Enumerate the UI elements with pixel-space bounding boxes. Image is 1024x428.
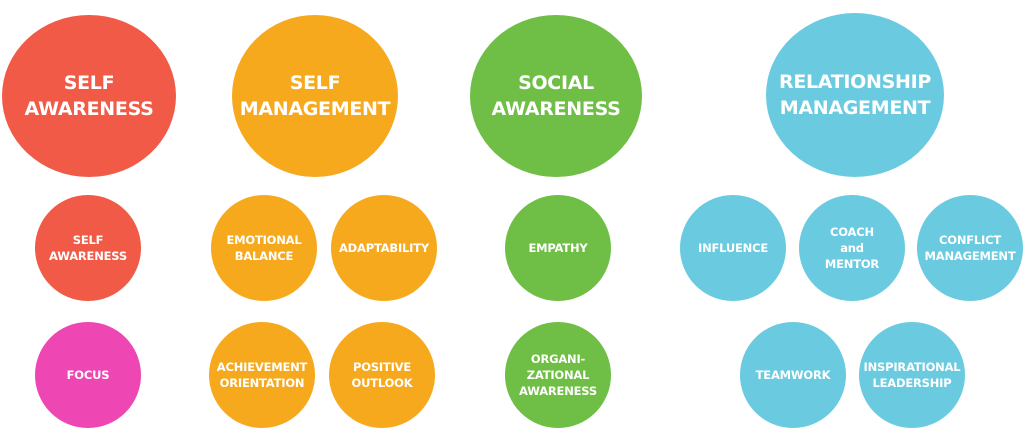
domain-relationship-management-label: RELATIONSHIP MANAGEMENT [778, 71, 931, 119]
competency-teamwork: TEAMWORK [740, 322, 846, 428]
domain-self-management-label: SELF MANAGEMENT [239, 72, 391, 120]
competency-influence-label: INFLUENCE [698, 241, 768, 255]
competency-conflict-management-label: CONFLICT MANAGEMENT [924, 233, 1016, 263]
competency-empathy: EMPATHY [505, 195, 611, 301]
competency-conflict-management: CONFLICT MANAGEMENT [917, 195, 1023, 301]
competency-organizational-awareness: ORGANI- ZATIONAL AWARENESS [505, 322, 611, 428]
competency-achievement-orientation-label: ACHIEVEMENT ORIENTATION [216, 360, 308, 390]
competency-adaptability: ADAPTABILITY [331, 195, 437, 301]
competency-achievement-orientation: ACHIEVEMENT ORIENTATION [209, 322, 315, 428]
competency-self-awareness: SELF AWARENESS [35, 195, 141, 301]
competency-coach-and-mentor-label: COACH and MENTOR [824, 225, 880, 271]
competency-inspirational-leadership: INSPIRATIONAL LEADERSHIP [859, 322, 965, 428]
domain-relationship-management: RELATIONSHIP MANAGEMENT [766, 13, 944, 177]
competency-inspirational-leadership-label: INSPIRATIONAL LEADERSHIP [863, 360, 961, 390]
competency-positive-outlook-label: POSITIVE OUTLOOK [351, 360, 413, 390]
domain-self-management: SELF MANAGEMENT [232, 15, 398, 177]
competency-influence: INFLUENCE [680, 195, 786, 301]
competency-focus-label: FOCUS [66, 368, 110, 382]
competency-positive-outlook: POSITIVE OUTLOOK [329, 322, 435, 428]
competency-emotional-balance-label: EMOTIONAL BALANCE [226, 233, 302, 263]
competency-organizational-awareness-label: ORGANI- ZATIONAL AWARENESS [519, 352, 597, 398]
domain-self-awareness: SELF AWARENESS [2, 15, 176, 177]
competency-teamwork-label: TEAMWORK [755, 368, 831, 382]
competency-adaptability-label: ADAPTABILITY [338, 241, 430, 255]
competency-coach-and-mentor: COACH and MENTOR [799, 195, 905, 301]
domain-social-awareness-label: SOCIAL AWARENESS [491, 72, 621, 120]
competency-focus: FOCUS [35, 322, 141, 428]
competency-self-awareness-label: SELF AWARENESS [49, 233, 127, 263]
competency-emotional-balance: EMOTIONAL BALANCE [211, 195, 317, 301]
competency-empathy-label: EMPATHY [528, 241, 588, 255]
domain-social-awareness: SOCIAL AWARENESS [470, 15, 642, 177]
domain-self-awareness-label: SELF AWARENESS [24, 72, 154, 120]
